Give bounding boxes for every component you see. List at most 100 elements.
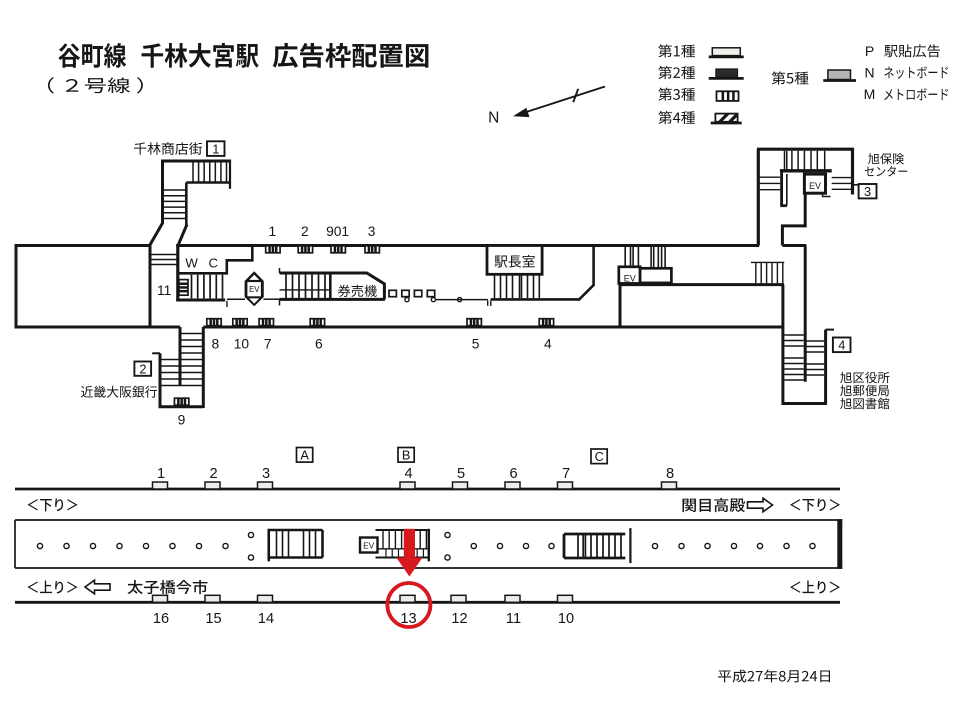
section-letter: B	[402, 447, 411, 462]
east-room	[638, 266, 673, 285]
legend-code-p-letter: P	[865, 43, 874, 59]
glyph	[192, 579, 208, 595]
platform-map: EV 1 2 3 4 5 6 7 8 A B C 16 15 14 13 12 …	[14, 446, 843, 627]
ad-frame-2-label: 2	[301, 224, 309, 239]
glyph	[786, 670, 799, 683]
platform-frame-13	[399, 594, 416, 604]
platform-frame-label: 16	[153, 611, 169, 627]
platform-frame-label: 4	[404, 466, 412, 482]
glyph	[906, 90, 915, 100]
glyph	[840, 397, 852, 410]
direction-up-left	[27, 580, 78, 594]
legend-type5-symbol	[823, 69, 856, 82]
glyph	[27, 581, 38, 593]
glyph	[325, 42, 351, 68]
exit1-name	[133, 142, 203, 155]
wc-block	[176, 244, 254, 307]
glyph	[928, 71, 938, 74]
legend-code-n-letter: N	[864, 65, 874, 81]
glyph	[771, 71, 786, 85]
page-title-part3	[272, 42, 429, 68]
platform-stairs-east	[562, 528, 632, 564]
glyph	[82, 44, 103, 68]
glyph	[379, 44, 403, 68]
pillar-dot	[809, 542, 816, 550]
glyph	[120, 386, 132, 398]
date-label	[717, 669, 831, 683]
elevator-cab	[247, 282, 261, 297]
ad-frame-9-label: 9	[178, 412, 186, 427]
legend-type4-hatch	[728, 114, 738, 122]
pillar-dot	[444, 531, 451, 539]
glyph	[351, 284, 364, 297]
compass-shaft	[526, 85, 606, 113]
legend-code-m-label	[884, 88, 949, 101]
platform-frame-label: 13	[400, 611, 416, 627]
pillar-dot	[195, 542, 203, 550]
glyph	[916, 88, 927, 101]
glyph	[802, 580, 815, 594]
platform-frame-4	[399, 481, 416, 490]
exit3-structure	[756, 147, 859, 246]
exit4-stairs	[781, 245, 834, 405]
glyph	[39, 580, 52, 594]
platform-elevator-room	[358, 536, 379, 554]
section-letter: C	[595, 449, 604, 464]
platform-frame-10	[556, 594, 574, 604]
arrow-right-outline	[746, 496, 774, 514]
platform-frame-label: 2	[209, 466, 217, 482]
glyph	[405, 44, 429, 68]
platform-frame-2	[204, 481, 221, 490]
glyph	[884, 88, 893, 101]
corridor-platform-stairs	[751, 261, 785, 284]
glyph	[801, 670, 809, 682]
glyph	[164, 42, 188, 68]
glyph	[928, 93, 938, 95]
pillar-dot	[247, 531, 255, 539]
platform-frame-label: 6	[509, 466, 517, 482]
pillar-dot	[169, 542, 176, 550]
exit4-number-box	[831, 336, 852, 354]
glyph	[898, 170, 908, 172]
platform-frame-label: 14	[258, 611, 274, 627]
ad-frame-7-label: 7	[264, 336, 272, 351]
ad-frame-4-label: 4	[544, 336, 552, 351]
legend-type3-bar	[721, 92, 725, 101]
glyph	[865, 397, 877, 410]
gate-post	[430, 296, 437, 303]
glyph	[789, 581, 801, 593]
direction-down-left	[27, 498, 78, 512]
elevator-arrow-down	[249, 298, 260, 304]
west-hall	[14, 244, 152, 329]
glyph	[865, 384, 877, 397]
legend-type3-label	[658, 87, 696, 101]
pillar-dot	[116, 542, 123, 550]
gate-machine	[400, 289, 411, 298]
legend-type3-bar	[726, 92, 730, 101]
pillar-dot	[496, 542, 504, 550]
legend-type3-bar	[732, 92, 735, 101]
glyph	[897, 88, 904, 101]
section-box	[295, 446, 314, 463]
platform-frame-15	[204, 594, 221, 604]
platform-frame-5	[451, 481, 469, 490]
ticket-machine-block	[278, 267, 386, 306]
platform-lower-frames: 16 15 14 13 12 11 10	[151, 594, 574, 627]
glyph	[729, 498, 746, 513]
title-block	[47, 42, 429, 94]
glyph	[213, 43, 234, 68]
platform-frame-label: 15	[205, 611, 221, 627]
bottom-wall-frames: 8 10 7 6 5 4	[205, 317, 555, 351]
gate-post	[404, 296, 410, 303]
glyph	[778, 670, 786, 682]
ad-frame-7	[258, 317, 275, 327]
glyph	[235, 43, 259, 68]
glyph	[161, 142, 174, 155]
page-subtitle	[47, 77, 143, 94]
platform-frame-label: 12	[451, 611, 467, 627]
exit1-number-box	[206, 140, 226, 157]
highlight-arrow-head	[396, 557, 423, 577]
pillar-dot	[522, 542, 530, 550]
legend: P N M	[658, 43, 949, 125]
pillar-dot	[247, 554, 255, 561]
